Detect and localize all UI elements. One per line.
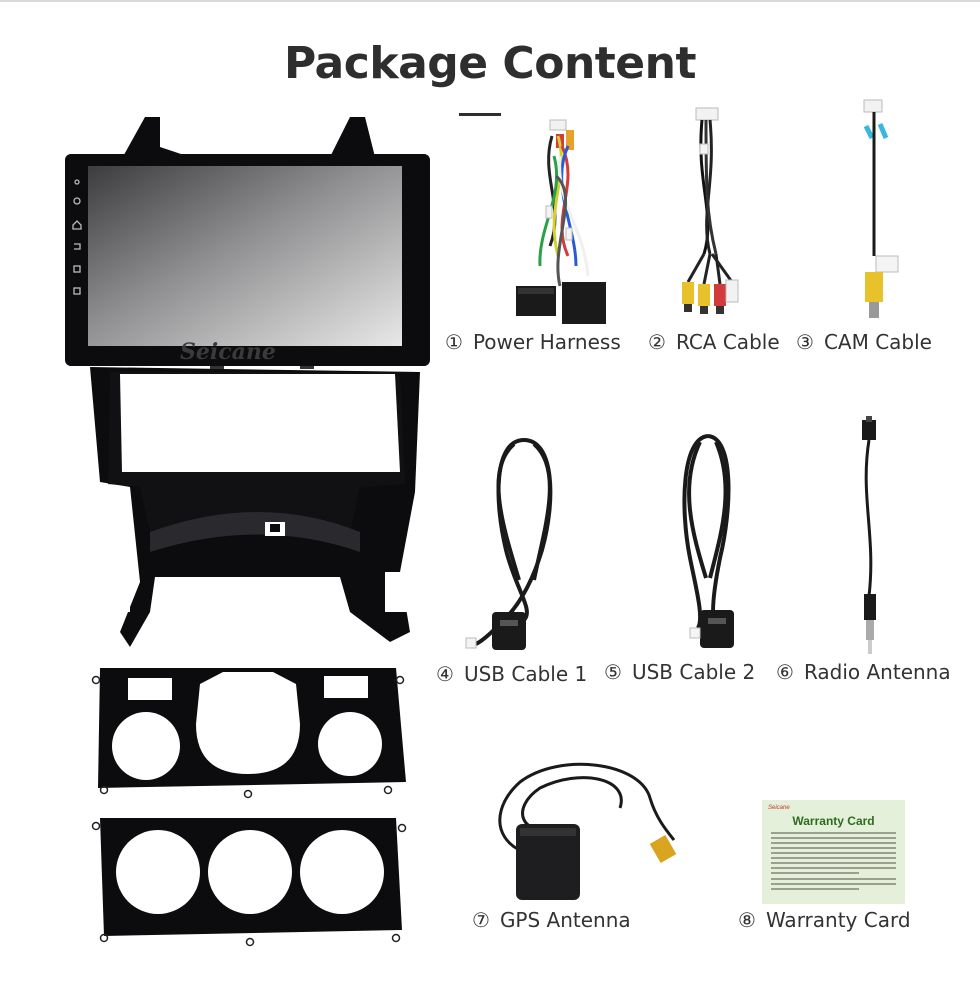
- usb-cable-2-image: [660, 428, 750, 654]
- screen-brand-watermark: Seicane: [180, 339, 276, 365]
- warranty-card-image: Seicane Warranty Card: [762, 800, 905, 904]
- power-harness-image: [510, 116, 618, 328]
- trim-panel-1-image: [88, 664, 410, 800]
- usb-cable-1-image: [464, 430, 574, 656]
- gps-antenna-image: [480, 758, 680, 906]
- rca-cable-image: [676, 104, 740, 324]
- cam-cable-image: [852, 96, 904, 324]
- trim-panel-2-image: [90, 814, 412, 948]
- radio-antenna-image: [850, 416, 890, 656]
- warranty-card-text-lines: [771, 832, 896, 893]
- warranty-card-title: Warranty Card: [792, 814, 875, 828]
- top-divider: [0, 0, 980, 2]
- page-title: Package Content: [283, 38, 697, 89]
- title-underline: [459, 113, 501, 116]
- warranty-card-brand: Seicane: [768, 805, 790, 811]
- head-unit-image: Seicane: [60, 112, 440, 652]
